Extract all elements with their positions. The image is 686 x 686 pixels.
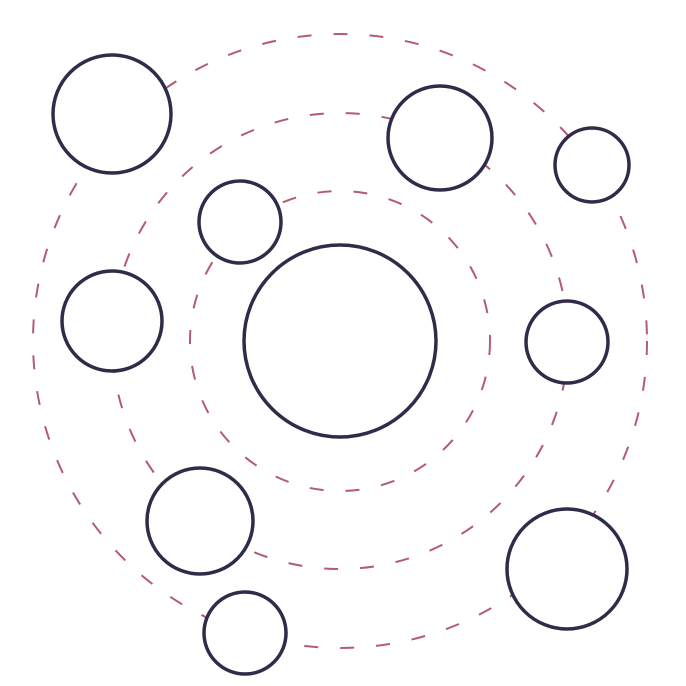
- avatar-young-man-dark-hair[interactable]: [197, 179, 283, 284]
- avatar-center-young-man-long-hair[interactable]: [242, 243, 438, 485]
- avatar-man-glasses[interactable]: [524, 299, 610, 404]
- avatar-border: [242, 243, 438, 439]
- avatar-border: [60, 269, 164, 373]
- avatar-group: [51, 53, 631, 686]
- orbit-ring-outer: [32, 33, 648, 649]
- orbit-ring-inner: [189, 190, 491, 492]
- avatar-border: [505, 507, 629, 631]
- avatar-man-smiling-teal-shirt[interactable]: [60, 269, 164, 396]
- avatar-woman-sunglasses[interactable]: [145, 466, 255, 601]
- avatar-woman-black-and-white-portrait[interactable]: [51, 53, 173, 203]
- avatar-border: [386, 84, 494, 192]
- avatar-woman-striped-top[interactable]: [553, 126, 631, 220]
- avatar-blonde-woman[interactable]: [505, 507, 629, 659]
- avatar-border: [145, 466, 255, 576]
- avatar-border: [202, 590, 288, 676]
- avatar-border: [553, 126, 631, 204]
- avatar-border: [197, 179, 283, 265]
- avatar-woman-stairs[interactable]: [386, 84, 494, 216]
- avatar-border: [51, 53, 173, 175]
- avatar-woman-blue-hoodie[interactable]: [202, 590, 288, 686]
- avatar-border: [524, 299, 610, 385]
